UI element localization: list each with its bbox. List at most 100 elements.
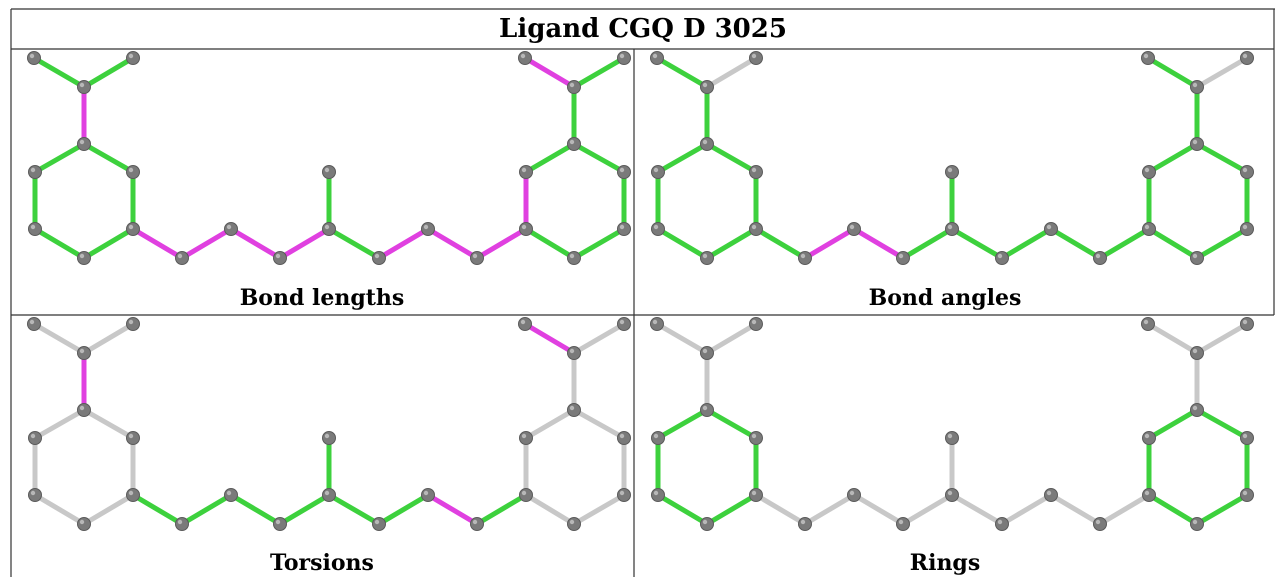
atom-highlight: [652, 319, 658, 325]
bond-green: [949, 226, 1005, 261]
atom-highlight: [128, 433, 134, 439]
bond-gray: [900, 492, 955, 527]
bond-gray: [31, 321, 87, 356]
atom-highlight: [653, 433, 659, 439]
atom-highlight: [79, 82, 85, 88]
atom-highlight: [751, 167, 757, 173]
atom: [896, 251, 910, 265]
bond-green: [32, 226, 87, 261]
atom-highlight: [275, 253, 281, 259]
bond-gray: [1145, 321, 1200, 356]
atom: [749, 165, 763, 179]
atom: [519, 165, 533, 179]
bond-green: [81, 141, 136, 175]
bond-green: [1146, 141, 1200, 175]
atom-highlight: [1144, 433, 1150, 439]
atom: [28, 488, 42, 502]
atom: [77, 137, 91, 151]
atom-highlight: [702, 139, 708, 145]
atom-highlight: [702, 405, 708, 411]
atom-highlight: [997, 519, 1003, 525]
atom: [421, 488, 435, 502]
bond-magenta: [522, 321, 577, 356]
atom-highlight: [1242, 433, 1248, 439]
bond-gray: [1097, 492, 1152, 527]
atom: [28, 431, 42, 445]
atom-highlight: [751, 319, 757, 325]
atom-highlight: [79, 253, 85, 259]
atom-highlight: [619, 224, 625, 230]
atom: [651, 165, 665, 179]
bond-magenta: [376, 226, 431, 261]
figure-title: Ligand CGQ D 3025: [499, 14, 787, 44]
bond-gray: [571, 321, 627, 356]
atom-highlight: [275, 519, 281, 525]
atom-highlight: [472, 519, 478, 525]
atom: [77, 80, 91, 94]
atom: [1142, 165, 1156, 179]
atom: [650, 317, 664, 331]
atom: [617, 51, 631, 65]
atom-highlight: [30, 433, 36, 439]
atom: [700, 403, 714, 417]
bond-green: [704, 141, 759, 175]
atom-highlight: [619, 167, 625, 173]
atom: [1190, 517, 1204, 531]
atom: [749, 317, 763, 331]
atom: [1240, 488, 1254, 502]
bond-gray: [802, 492, 857, 527]
atom-highlight: [1144, 490, 1150, 496]
atom: [798, 517, 812, 531]
atom: [567, 517, 581, 531]
bond-gray: [654, 321, 710, 356]
bond-green: [376, 492, 431, 527]
atom-highlight: [472, 253, 478, 259]
atom-highlight: [947, 490, 953, 496]
atom: [1190, 80, 1204, 94]
bond-gray: [999, 492, 1054, 527]
atom: [1240, 222, 1254, 236]
bond-green: [1145, 55, 1200, 90]
atom: [322, 488, 336, 502]
bond-green: [1146, 407, 1200, 441]
atom-highlight: [1192, 253, 1198, 259]
atom-highlight: [79, 405, 85, 411]
atom: [567, 346, 581, 360]
bond-green: [1194, 141, 1250, 175]
caption-bond-angles: Bond angles: [868, 285, 1022, 311]
atom: [1142, 222, 1156, 236]
atom: [28, 222, 42, 236]
atom: [1190, 251, 1204, 265]
atom: [749, 488, 763, 502]
bond-green: [1194, 226, 1250, 261]
atom: [567, 403, 581, 417]
atom-highlight: [1095, 253, 1101, 259]
bond-green: [228, 492, 283, 527]
atom: [519, 222, 533, 236]
atom-highlight: [702, 348, 708, 354]
atom: [1141, 317, 1155, 331]
bond-green: [474, 492, 529, 527]
atom-highlight: [947, 167, 953, 173]
bond-gray: [949, 492, 1005, 527]
atom-highlight: [1143, 53, 1149, 59]
atom: [322, 431, 336, 445]
atom-highlight: [79, 139, 85, 145]
atom-highlight: [1192, 405, 1198, 411]
atom: [617, 431, 631, 445]
atom: [749, 222, 763, 236]
atom: [273, 251, 287, 265]
atom-highlight: [898, 253, 904, 259]
bond-magenta: [130, 226, 185, 261]
bond-gray: [32, 407, 87, 441]
bond-green: [900, 226, 955, 261]
atom-highlight: [1046, 224, 1052, 230]
atom: [617, 222, 631, 236]
atom-highlight: [521, 433, 527, 439]
atom: [945, 431, 959, 445]
bond-green: [81, 226, 136, 261]
atom: [945, 488, 959, 502]
caption-bond-lengths: Bond lengths: [239, 285, 405, 311]
atom: [700, 137, 714, 151]
atom: [126, 51, 140, 65]
